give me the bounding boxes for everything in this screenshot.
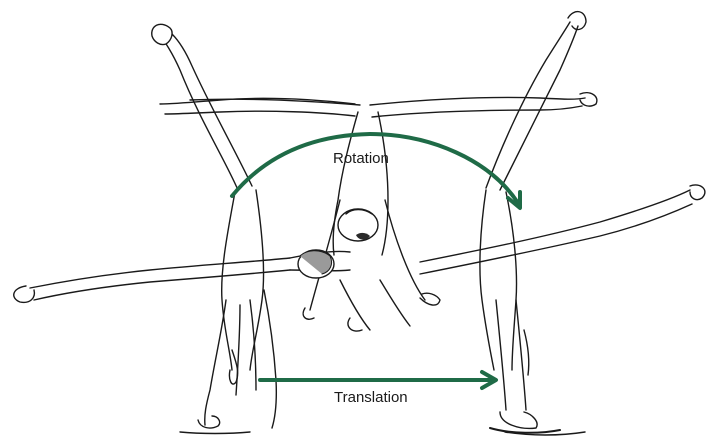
translation-label: Translation bbox=[334, 389, 408, 406]
figure-left-upright bbox=[152, 24, 355, 428]
translation-arrow bbox=[260, 372, 496, 388]
rotation-arc bbox=[232, 134, 518, 203]
rotation-label: Rotation bbox=[333, 150, 389, 167]
figure-center-inverted bbox=[190, 93, 597, 320]
rotation-arrow bbox=[232, 134, 520, 208]
figure-horizontal bbox=[14, 185, 705, 331]
figure-right-upright bbox=[480, 12, 586, 433]
